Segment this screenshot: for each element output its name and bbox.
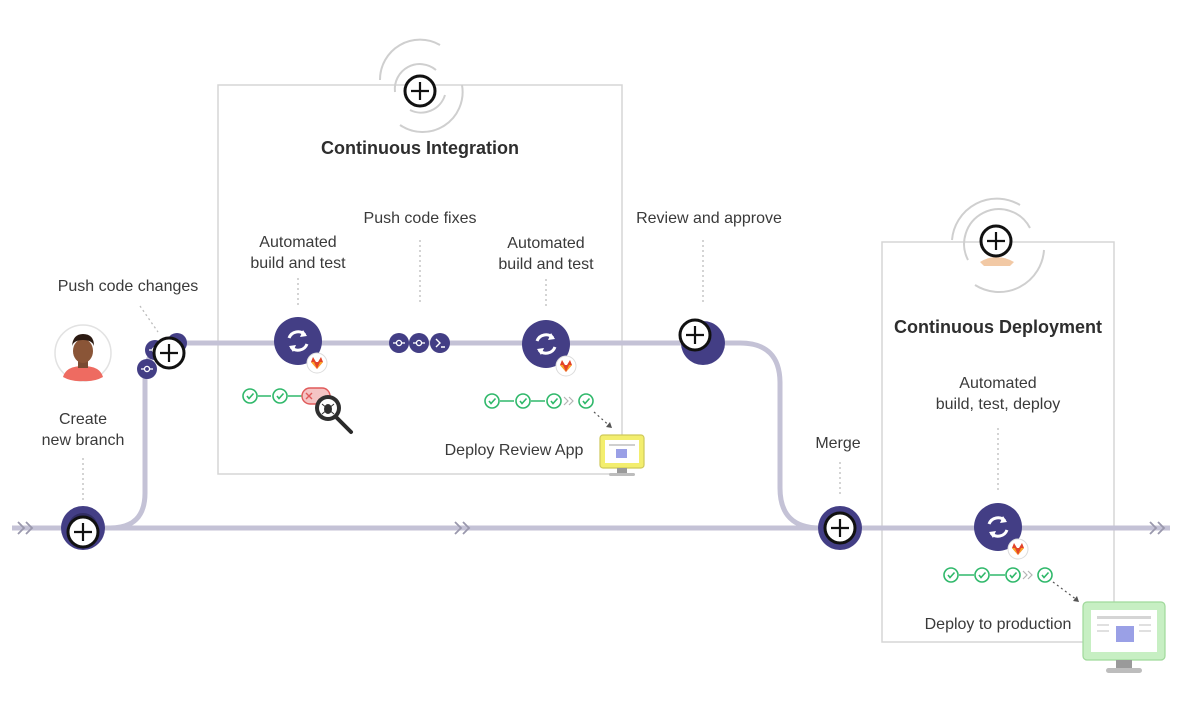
automated-build-test-2-line-1: Automated (507, 235, 585, 252)
review-and-approve-label: Review and approve (636, 210, 782, 227)
deploy-to-production-label: Deploy to production (924, 616, 1072, 633)
dotted-connectors (82, 240, 999, 500)
plus-marker-icon (403, 74, 437, 108)
gitlab-logo-icon (306, 352, 328, 374)
automated-build-test-2-line-2: build and test (498, 256, 594, 273)
pipeline-status-deploy (943, 567, 1053, 583)
cd-stage-box (881, 241, 1115, 643)
cd-hands-icon (980, 257, 1014, 266)
ci-build-node-1 (274, 317, 322, 365)
plus-marker-icon (66, 515, 100, 549)
gitlab-logo-icon (1007, 538, 1029, 560)
review-app-monitor-icon (599, 434, 645, 476)
plus-marker-icon (979, 224, 1013, 258)
ci-loop-icon (378, 38, 464, 133)
automated-build-test-deploy-line-1: Automated (959, 375, 1037, 392)
chevron-start-icon (17, 521, 34, 535)
production-monitor-icon (1082, 601, 1166, 673)
automated-build-test-deploy-line-2: build, test, deploy (935, 396, 1061, 413)
automated-build-test-1-line-2: build and test (250, 255, 346, 272)
push-code-changes-label: Push code changes (57, 278, 199, 295)
automated-build-test-deploy-label: Automated build, test, deploy (908, 373, 1088, 415)
merge-label: Merge (815, 435, 861, 452)
cd-build-node (974, 503, 1022, 551)
pipeline-status-passed (484, 393, 594, 409)
automated-build-test-1-line-1: Automated (259, 234, 337, 251)
ci-build-node-2 (522, 320, 570, 368)
feature-branch-line (83, 340, 821, 531)
automated-build-test-label-2: Automated build and test (471, 233, 621, 275)
cd-loop-icon (951, 197, 1045, 293)
developer-avatar (54, 324, 112, 382)
plus-marker-icon (678, 318, 712, 352)
commit-node (136, 358, 158, 380)
chevron-end-icon (1149, 521, 1166, 535)
cd-title: Continuous Deployment (894, 317, 1102, 337)
automated-build-test-label-1: Automated build and test (223, 232, 373, 274)
deploy-arrowhead-production (1073, 596, 1079, 602)
plus-marker-icon (823, 511, 857, 545)
plus-marker-icon (152, 336, 186, 370)
create-new-branch-line-1: Create (58, 411, 108, 428)
create-new-branch-line-2: new branch (41, 432, 125, 449)
push-code-fixes-label: Push code fixes (363, 210, 477, 227)
create-new-branch-label: Create new branch (13, 409, 153, 451)
deploy-review-app-label: Deploy Review App (444, 442, 584, 459)
gitlab-logo-icon (555, 355, 577, 377)
push-fix-commits (388, 332, 450, 354)
ci-title: Continuous Integration (321, 138, 519, 158)
deploy-arrowhead-review (606, 422, 612, 428)
chevron-middle-icon (454, 521, 471, 535)
bug-magnifier-icon (315, 395, 353, 434)
